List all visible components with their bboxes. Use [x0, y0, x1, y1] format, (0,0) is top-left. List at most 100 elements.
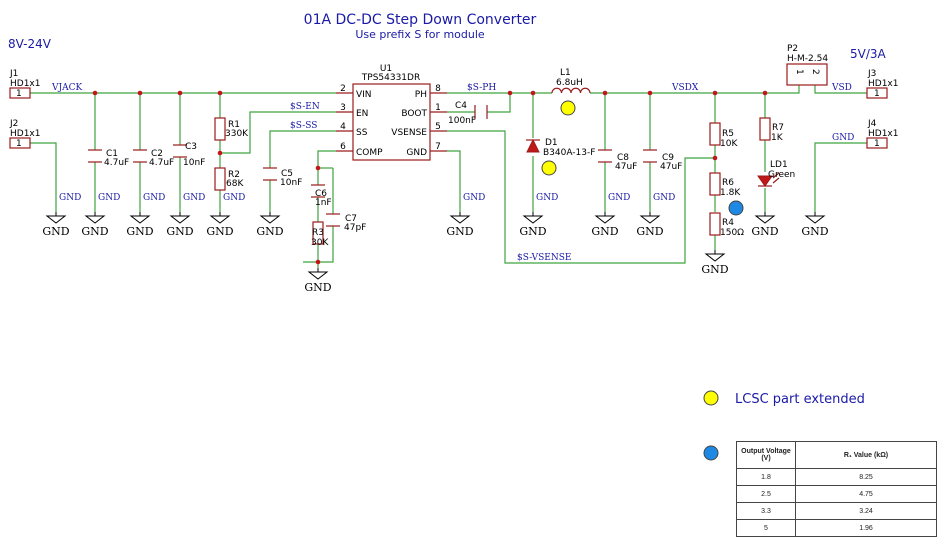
svg-text:B340A-13-F: B340A-13-F [543, 148, 595, 158]
svg-text:1: 1 [435, 103, 441, 113]
svg-text:GND: GND [591, 225, 618, 238]
svg-text:R2: R2 [228, 170, 240, 180]
svg-text:GND: GND [701, 263, 728, 276]
svg-text:GND: GND [608, 193, 630, 203]
svg-text:47uF: 47uF [615, 162, 637, 172]
legend-blue-dot [703, 445, 719, 461]
svg-text:4.7uF: 4.7uF [104, 158, 129, 168]
net-label-s-en: $S-EN [290, 102, 320, 112]
svg-text:C1: C1 [106, 149, 118, 159]
svg-text:GND: GND [801, 225, 828, 238]
svg-text:LD1: LD1 [770, 160, 788, 170]
capacitor-c3: C3 10nF [173, 142, 205, 168]
svg-text:PH: PH [415, 90, 427, 100]
svg-text:GND: GND [206, 225, 233, 238]
svg-text:GND: GND [406, 148, 427, 158]
svg-text:GND: GND [751, 225, 778, 238]
resistor-r1: R1 330K [214, 117, 249, 141]
svg-text:47uF: 47uF [660, 162, 682, 172]
input-range-label: 8V-24V [8, 37, 52, 51]
svg-text:1: 1 [16, 89, 22, 99]
capacitor-c8: C8 47uF [598, 149, 637, 172]
svg-text:1: 1 [16, 139, 22, 149]
resistor-r5: R5 10K [709, 122, 738, 149]
svg-text:5: 5 [435, 122, 441, 132]
svg-text:330K: 330K [225, 129, 249, 139]
svg-text:6.8uH: 6.8uH [556, 78, 583, 88]
svg-text:R4: R4 [722, 218, 734, 228]
svg-text:GND: GND [42, 225, 69, 238]
j1-value: HD1x1 [10, 79, 40, 89]
svg-text:10nF: 10nF [280, 178, 302, 188]
svg-text:GND: GND [256, 225, 283, 238]
j2-ref: J2 [9, 119, 18, 129]
svg-text:GND: GND [143, 193, 165, 203]
net-label-vjack: VJACK [51, 83, 82, 93]
header-p2: 1 2 P2 H-M-2.54 [786, 44, 828, 86]
svg-text:SS: SS [356, 128, 368, 138]
inductor-l1: L1 6.8uH [551, 68, 591, 94]
svg-text:C2: C2 [151, 149, 163, 159]
svg-text:GND: GND [536, 193, 558, 203]
resistor-r7: R7 1K [759, 117, 784, 143]
u1-ref: U1 [380, 64, 392, 74]
capacitor-c2: C2 4.7uF [133, 149, 174, 168]
svg-text:C5: C5 [281, 169, 293, 179]
svg-text:GND: GND [653, 193, 675, 203]
svg-text:C4: C4 [455, 101, 467, 111]
svg-text:GND: GND [166, 225, 193, 238]
lcsc-marker-d1 [541, 160, 557, 176]
table-marker-r4 [728, 200, 744, 216]
j4-ref: J4 [867, 119, 877, 129]
wires [30, 85, 867, 268]
svg-text:D1: D1 [545, 138, 558, 148]
svg-text:6: 6 [340, 142, 346, 152]
svg-text:68K: 68K [226, 179, 244, 189]
net-label-s-ss: $S-SS [290, 121, 317, 131]
svg-text:150Ω: 150Ω [720, 228, 744, 238]
j4-value: HD1x1 [868, 129, 898, 139]
table-header-output-voltage: Output Voltage (V) [736, 441, 796, 469]
svg-text:GND: GND [636, 225, 663, 238]
capacitor-c7: C7 47pF [326, 213, 366, 233]
connector-j1: 1 J1 HD1x1 [9, 69, 40, 99]
svg-text:GND: GND [81, 225, 108, 238]
svg-text:GND: GND [59, 193, 81, 203]
svg-text:EN: EN [356, 109, 368, 119]
junctions [92, 90, 768, 265]
svg-text:7: 7 [435, 142, 441, 152]
capacitor-c5: C5 10nF [263, 167, 302, 188]
svg-text:GND: GND [183, 193, 205, 203]
svg-text:R7: R7 [772, 123, 784, 133]
net-label-s-ph: $S-PH [467, 83, 496, 93]
capacitor-c1: C1 4.7uF [88, 149, 129, 168]
svg-text:8: 8 [435, 84, 441, 94]
svg-text:C3: C3 [185, 142, 197, 152]
svg-text:C9: C9 [662, 153, 674, 163]
connector-j2: 1 J2 HD1x1 [9, 119, 40, 149]
ground-symbols: GND GND GND GND GND GND GND GND GND GND … [42, 212, 829, 294]
svg-text:R5: R5 [722, 129, 734, 139]
led-ld1: LD1 Green [757, 160, 795, 187]
resistor-r6: R6 1.8K [709, 172, 741, 198]
svg-text:2: 2 [340, 84, 346, 94]
legend-yellow-dot [703, 390, 719, 406]
svg-text:1: 1 [874, 89, 880, 99]
output-rating-label: 5V/3A [850, 47, 887, 61]
p2-ref: P2 [787, 44, 798, 54]
svg-text:30K: 30K [311, 238, 329, 248]
svg-text:VIN: VIN [356, 90, 372, 100]
connector-j3: 1 J3 HD1x1 [866, 69, 898, 99]
ic-u1: U1 TPS54331DR 2 VIN 3 EN 4 SS 6 COMP 8 P… [336, 64, 447, 161]
svg-text:R6: R6 [722, 178, 734, 188]
svg-text:4: 4 [340, 122, 346, 132]
svg-text:R3: R3 [312, 228, 324, 238]
diode-d1: D1 B340A-13-F [526, 138, 595, 158]
schematic-title: 01A DC-DC Step Down Converter [304, 12, 537, 28]
svg-text:VSENSE: VSENSE [391, 128, 427, 138]
resistor-r4: R4 150Ω [709, 212, 744, 238]
